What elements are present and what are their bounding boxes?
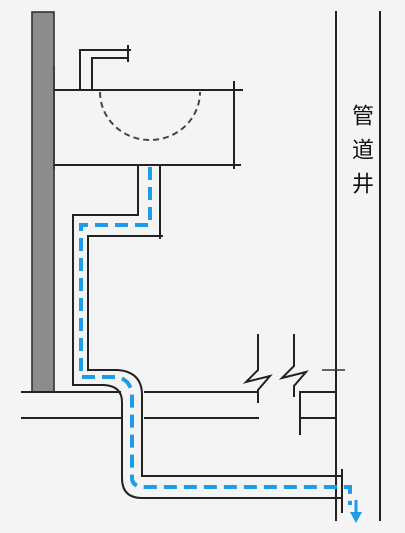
flow-path xyxy=(79,167,362,523)
bend-inner xyxy=(87,369,143,477)
break-line-1 xyxy=(242,334,273,403)
break-line-2 xyxy=(278,334,309,397)
faucet-inner xyxy=(91,57,129,91)
sink-bowl xyxy=(99,91,201,141)
drain-pipe xyxy=(72,164,343,513)
break-lines xyxy=(242,334,309,403)
flow-arrow-head xyxy=(350,512,362,523)
pipe-shaft xyxy=(322,11,381,521)
floor-slab xyxy=(21,391,337,435)
faucet-outer xyxy=(79,49,131,91)
pipe-shaft-label: 管道井 xyxy=(348,104,373,206)
faucet xyxy=(79,45,131,91)
bend-outer xyxy=(72,384,144,500)
wall xyxy=(31,11,55,393)
flow-line xyxy=(79,167,352,505)
sink xyxy=(53,66,243,170)
